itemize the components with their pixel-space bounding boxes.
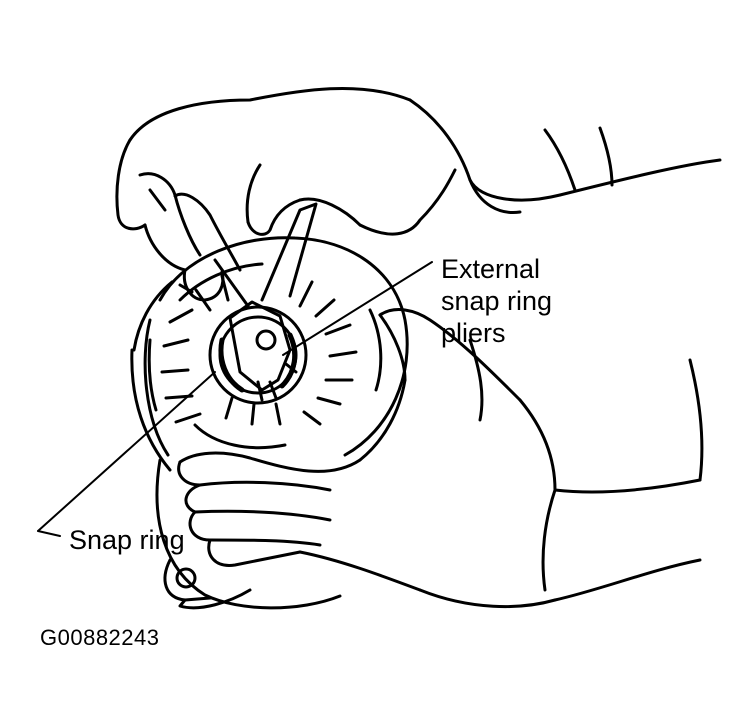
pliers-label-line-2: snap ring [441, 286, 553, 316]
clutch-pulley [130, 236, 409, 472]
upper-hand [115, 87, 722, 302]
pliers-leader-line [282, 261, 433, 356]
snap-ring [218, 332, 298, 393]
compressor-body [155, 458, 342, 610]
pliers-label-line-3: pliers [441, 318, 506, 348]
snap-ring-label: Snap ring [69, 525, 185, 555]
external-snap-ring-pliers-label: External snap ring pliers [441, 253, 552, 349]
snap-ring-leader-line [37, 371, 216, 532]
lower-hand [177, 308, 704, 609]
figure-code: G00882243 [40, 625, 160, 650]
leader-lines [37, 261, 433, 537]
pliers-label-line-1: External [441, 254, 541, 284]
snap-ring-pliers [213, 202, 318, 402]
